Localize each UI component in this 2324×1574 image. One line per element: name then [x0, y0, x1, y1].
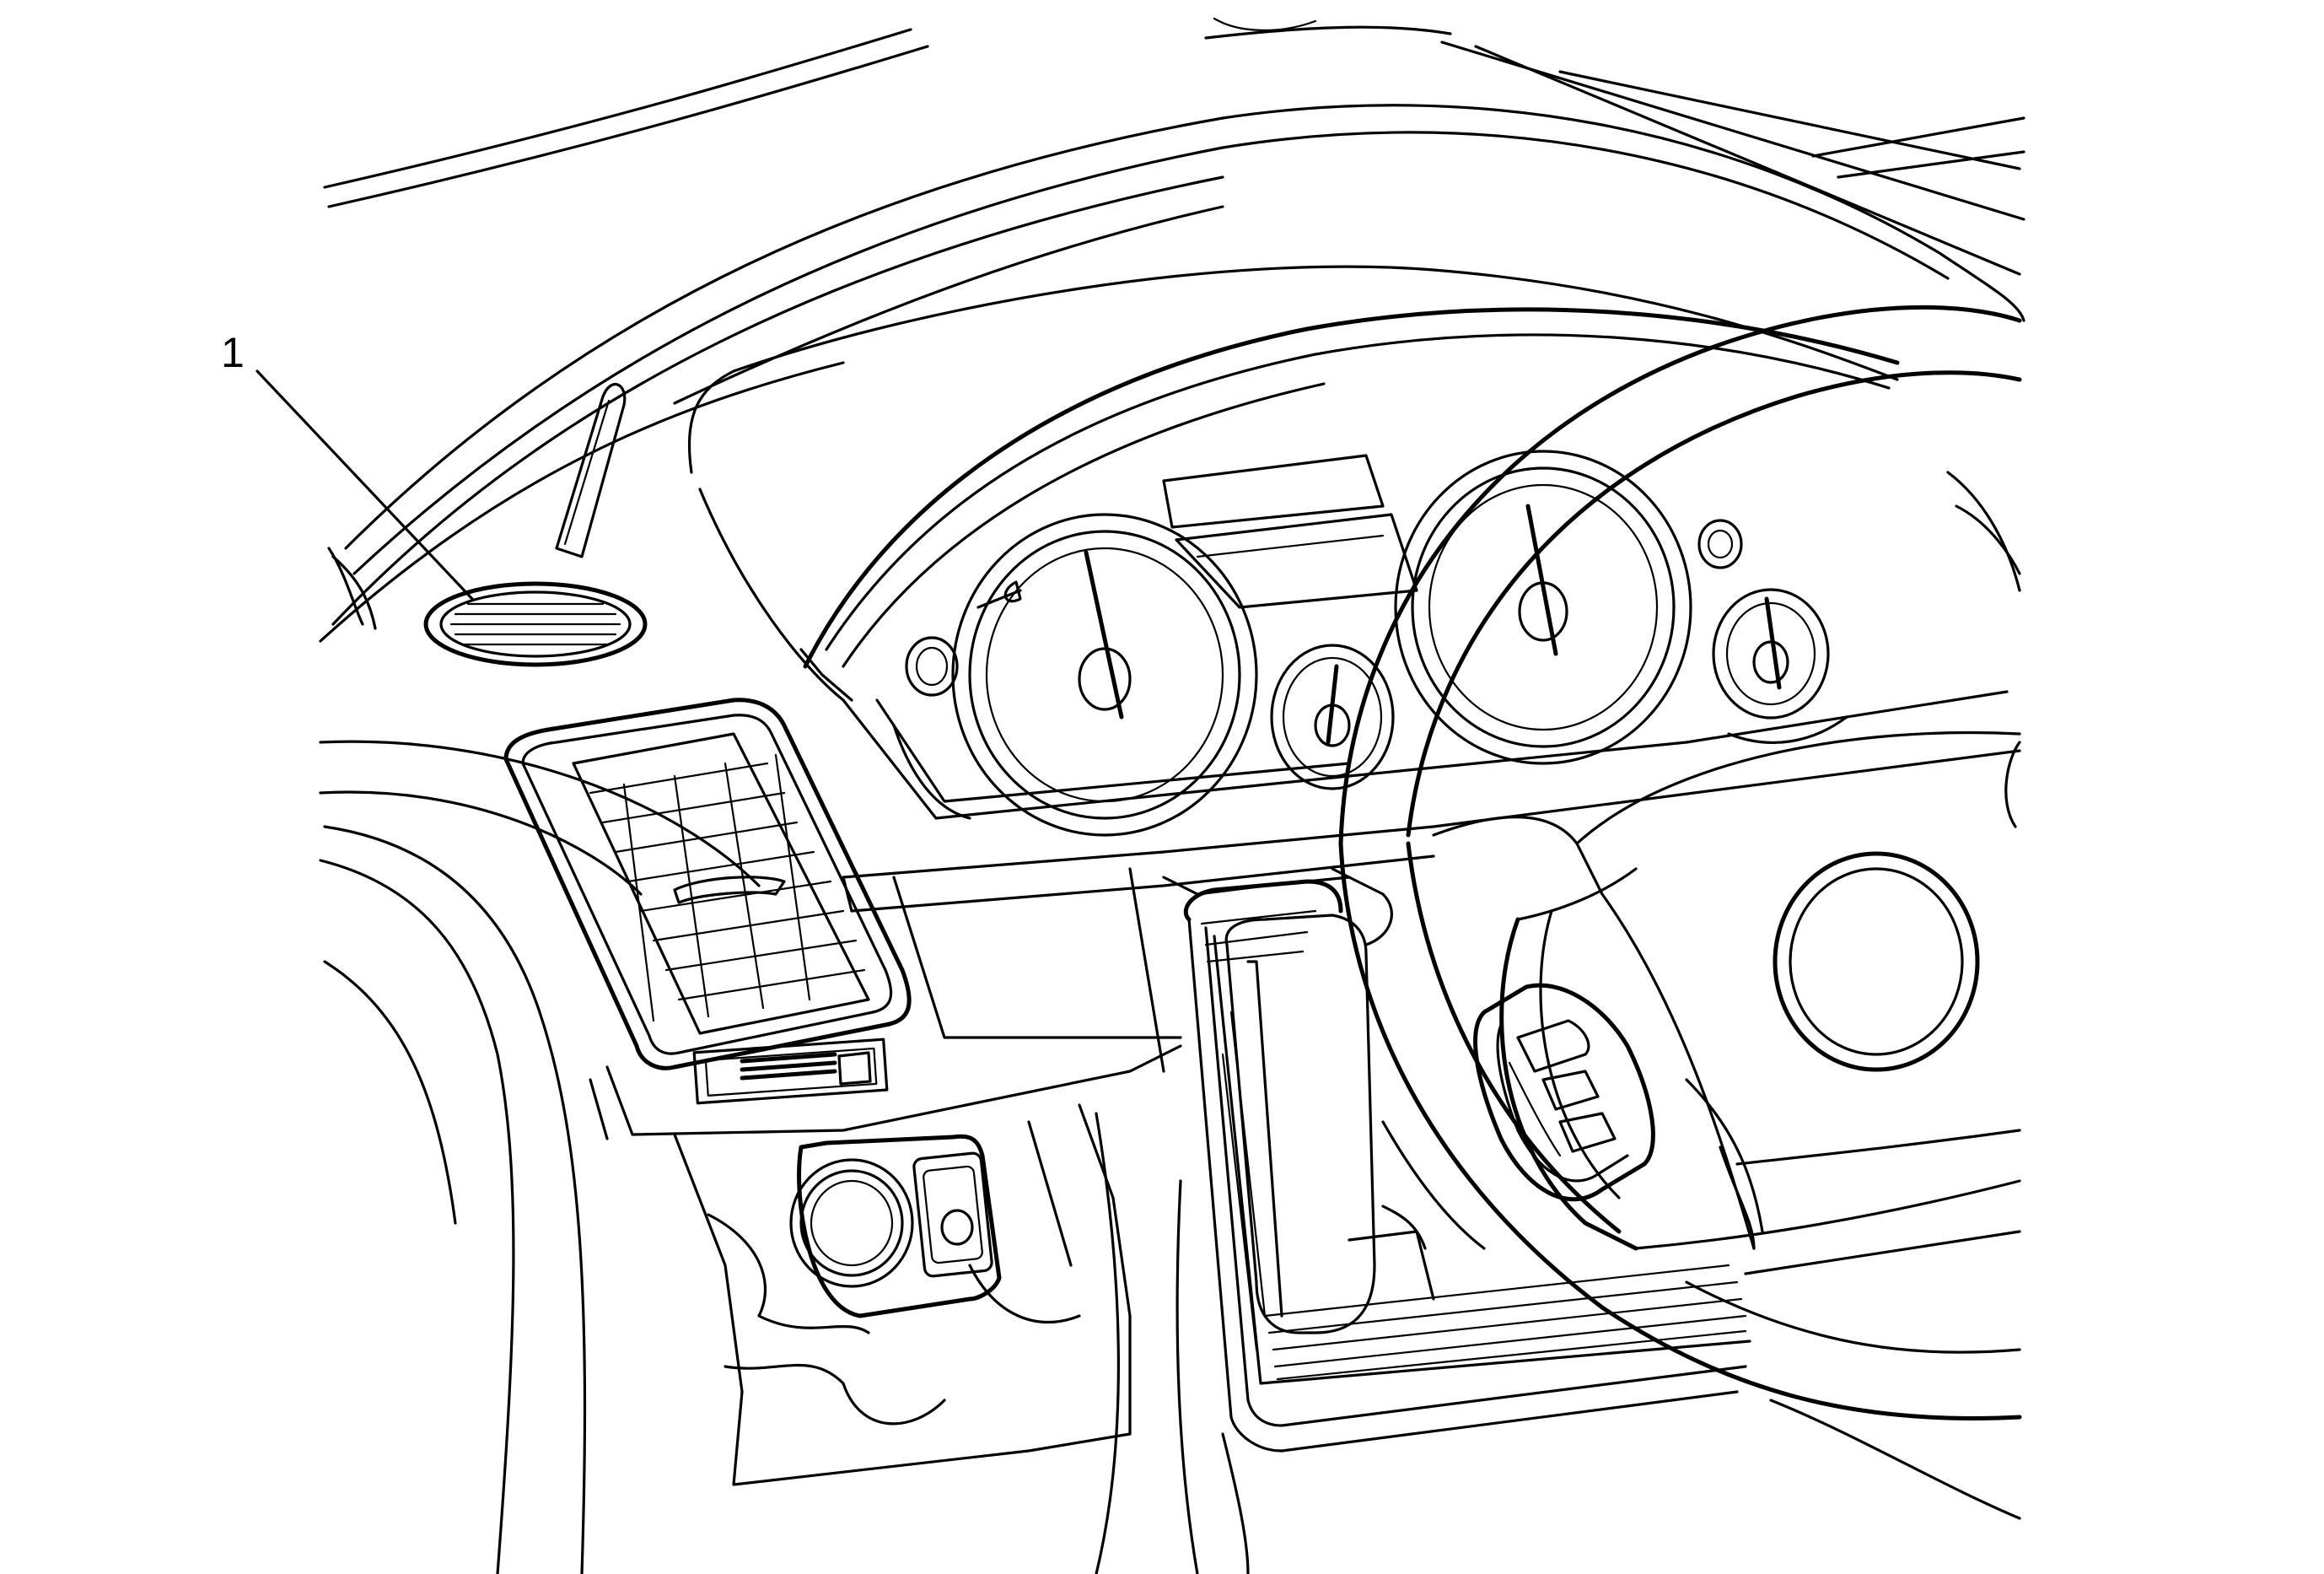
steering-wheel — [1338, 305, 2022, 1420]
left-air-vent — [503, 698, 912, 1070]
side-window-defog-outlet — [423, 581, 648, 667]
headlamp-switch — [789, 1134, 1002, 1318]
steering-wheel-controls — [1473, 983, 1655, 1202]
knee-bolster — [673, 1103, 1132, 1486]
lower-right-dash — [1095, 1112, 2021, 1574]
defrost-slot — [555, 383, 627, 558]
lower-left-dash — [589, 867, 1182, 1140]
steering-wheel-hub — [1432, 730, 2021, 1251]
callout-1-label: 1 — [221, 329, 245, 376]
cluster-hood — [687, 265, 1900, 702]
center-small-gauge — [1270, 644, 1395, 790]
right-small-gauges — [1697, 519, 1848, 744]
callout-1-leader — [256, 369, 474, 601]
instrument-cluster — [842, 454, 2009, 820]
left-small-gauge — [892, 636, 971, 820]
windshield-lines — [323, 17, 2025, 276]
left-large-gauge — [951, 513, 1258, 837]
steering-column — [1224, 867, 1435, 1334]
right-dash-end — [1946, 471, 2021, 828]
dash-top — [319, 104, 2025, 643]
column-opening — [1162, 876, 1751, 1453]
switch-panel — [692, 1038, 889, 1105]
right-large-gauge — [1394, 450, 1692, 765]
dash-trim-strip — [842, 749, 2021, 913]
left-dash-end — [319, 547, 761, 1574]
